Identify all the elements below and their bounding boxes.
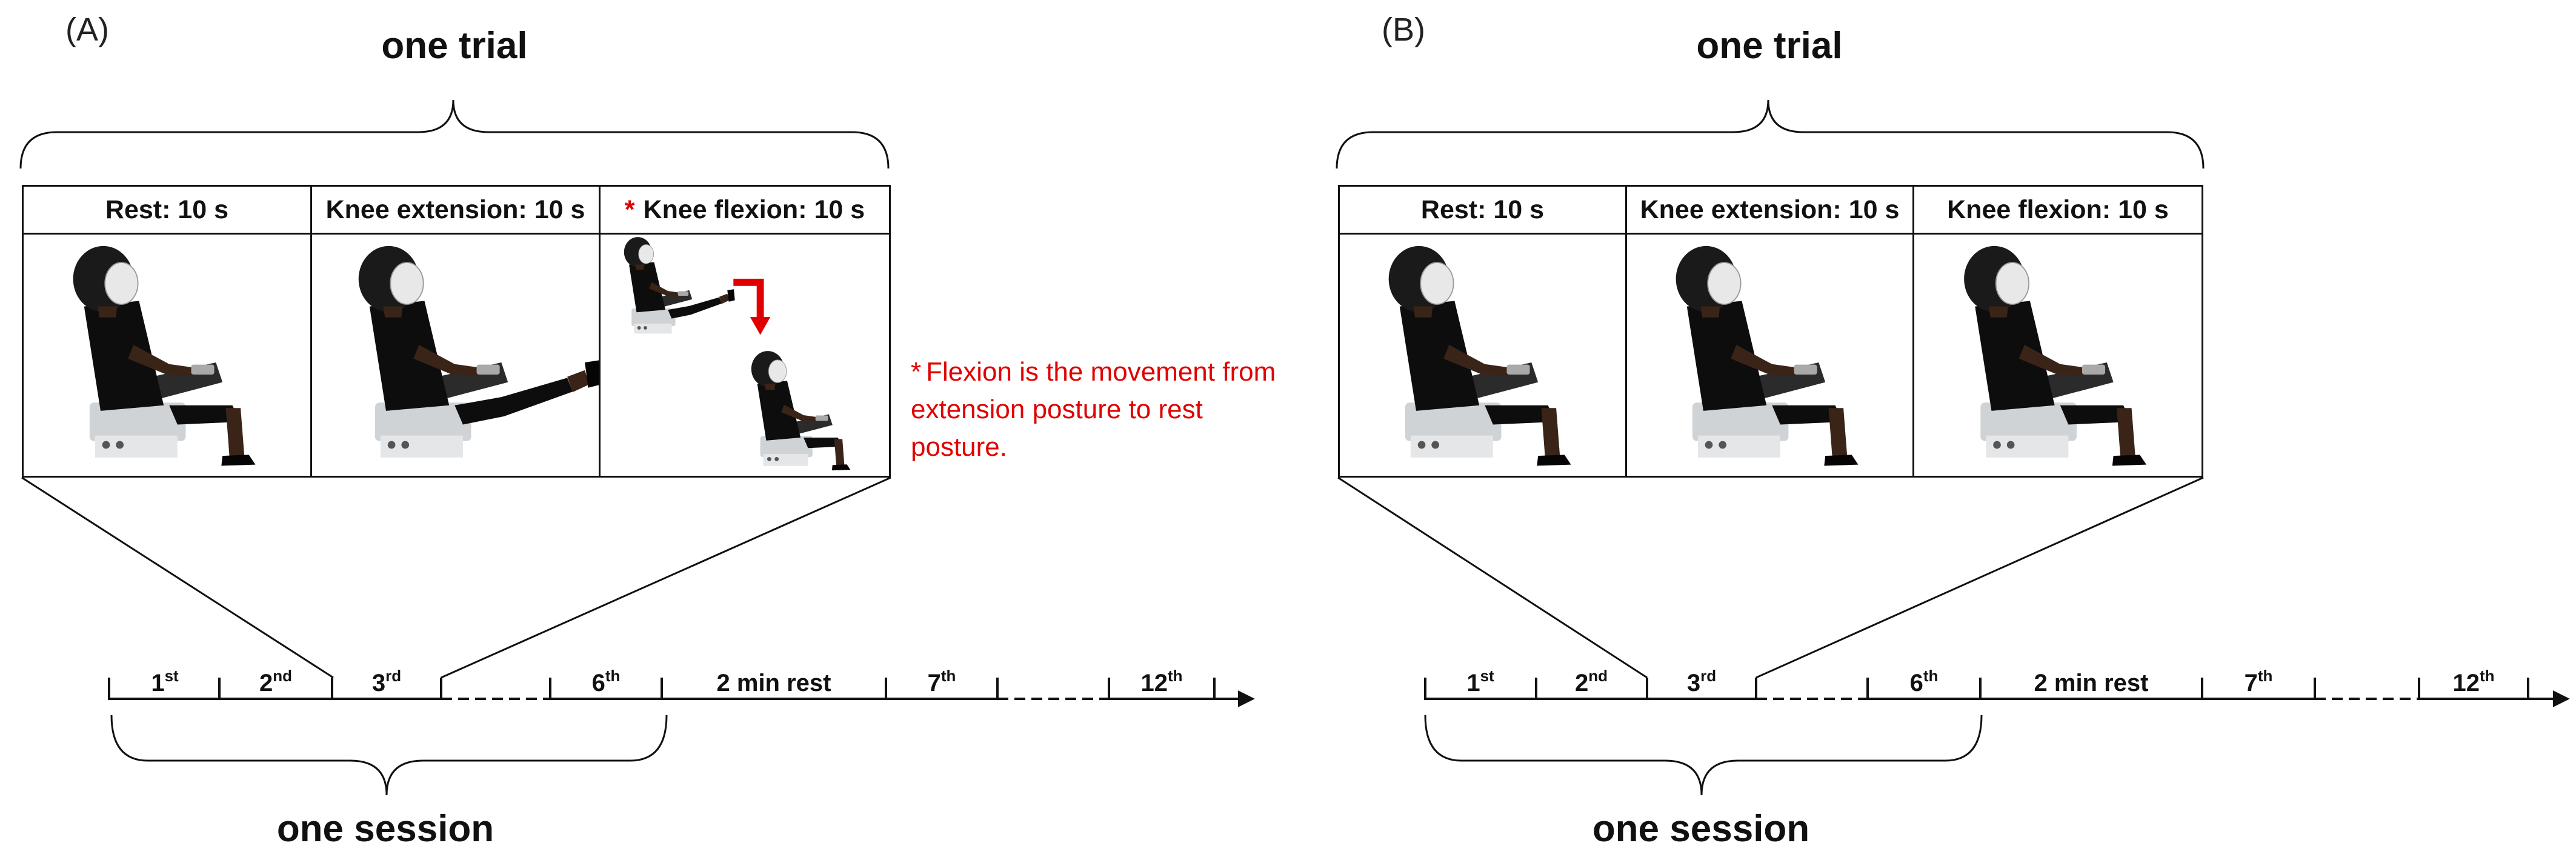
timeline-label-3rd: 3rd — [372, 667, 401, 696]
panel-a-cell-extension-header: Knee extension: 10 s — [312, 187, 599, 235]
timeline-label-2nd: 2nd — [1575, 667, 1608, 696]
panel-b-cell-extension-header: Knee extension: 10 s — [1627, 187, 1912, 235]
cell-label: Rest: 10 s — [1420, 195, 1545, 224]
panel-b-trial-box: Rest: 10 s Knee extension: 10 s — [1338, 185, 2203, 478]
timeline-label-12th: 12th — [1140, 667, 1182, 696]
panel-b-session-brace — [1424, 715, 1983, 796]
note-text: Flexion is the movement from extension p… — [911, 357, 1276, 462]
timeline-label-rest: 2 min rest — [717, 670, 831, 696]
timeline-label-rest: 2 min rest — [2034, 670, 2149, 696]
panel-b-zoom-line-right — [1756, 476, 2204, 679]
panel-b-cell-flexion: Knee flexion: 10 s — [1914, 187, 2202, 476]
timeline-label-3rd: 3rd — [1687, 667, 1716, 696]
panel-a-cell-flexion: * Knee flexion: 10 s — [601, 187, 889, 476]
timeline-label-2nd: 2nd — [259, 667, 292, 696]
timeline-label-12th: 12th — [2452, 667, 2494, 696]
panel-a-trial-box: Rest: 10 s Knee extension: 10 s — [22, 185, 891, 478]
panel-a-cell-rest-header: Rest: 10 s — [24, 187, 310, 235]
timeline-label-7th: 7th — [2245, 667, 2273, 696]
timeline-label-1st: 1st — [1466, 667, 1494, 696]
panel-a-zoom-line-right — [441, 476, 891, 679]
cell-label: Knee extension: 10 s — [1640, 195, 1900, 224]
panel-a-cell-rest: Rest: 10 s — [24, 187, 312, 476]
imagined-flexion-posture-photo — [1914, 235, 2202, 476]
panel-a-cell-extension: Knee extension: 10 s — [312, 187, 601, 476]
panel-b-cell-extension: Knee extension: 10 s — [1627, 187, 1914, 476]
cell-label: Rest: 10 s — [105, 195, 229, 224]
panel-a-session-title: one session — [276, 808, 494, 850]
rest-posture-photo — [1340, 235, 1625, 476]
timeline-label-1st: 1st — [151, 667, 179, 696]
panel-b-timeline: 1st 2nd 3rd 6th 2 min rest 7th 12th — [1424, 667, 2570, 707]
panel-b-cell-flexion-header: Knee flexion: 10 s — [1914, 187, 2202, 235]
flexion-note: *Flexion is the movement from extension … — [911, 353, 1286, 466]
extension-posture-photo — [312, 235, 599, 476]
panel-b-zoom-line-left — [1337, 476, 1648, 679]
timeline-label-6th: 6th — [1910, 667, 1939, 696]
flexion-posture-photo — [601, 235, 889, 476]
imagined-extension-posture-photo — [1627, 235, 1912, 476]
note-asterisk: * — [911, 357, 922, 387]
panel-a-cell-flexion-header: * Knee flexion: 10 s — [601, 187, 889, 235]
panel-b-cell-rest-header: Rest: 10 s — [1340, 187, 1625, 235]
asterisk-marker: * — [624, 195, 635, 224]
panel-b-trial-brace — [1336, 99, 2205, 169]
panel-a-session-brace — [110, 715, 668, 796]
timeline-ticks — [1424, 678, 2529, 700]
timeline-label-6th: 6th — [592, 667, 621, 696]
panel-a-trial-brace — [19, 99, 890, 169]
cell-label: Knee flexion: 10 s — [643, 195, 865, 224]
panel-b-trial-title: one trial — [1696, 25, 1843, 67]
panel-a-letter: (A) — [65, 12, 109, 48]
timeline-ticks — [108, 678, 1216, 700]
panel-b-letter: (B) — [1382, 12, 1425, 48]
timeline-label-7th: 7th — [928, 667, 956, 696]
panel-a-timeline: 1st 2nd 3rd 6th 2 min rest 7th 12th — [108, 667, 1255, 707]
panel-a-trial-title: one trial — [381, 25, 528, 67]
rest-posture-photo — [24, 235, 310, 476]
panel-a-zoom-line-left — [21, 476, 334, 679]
panel-b-session-title: one session — [1592, 808, 1810, 850]
panel-b-cell-rest: Rest: 10 s — [1340, 187, 1627, 476]
cell-label: Knee flexion: 10 s — [1947, 195, 2169, 224]
cell-label: Knee extension: 10 s — [325, 195, 585, 224]
